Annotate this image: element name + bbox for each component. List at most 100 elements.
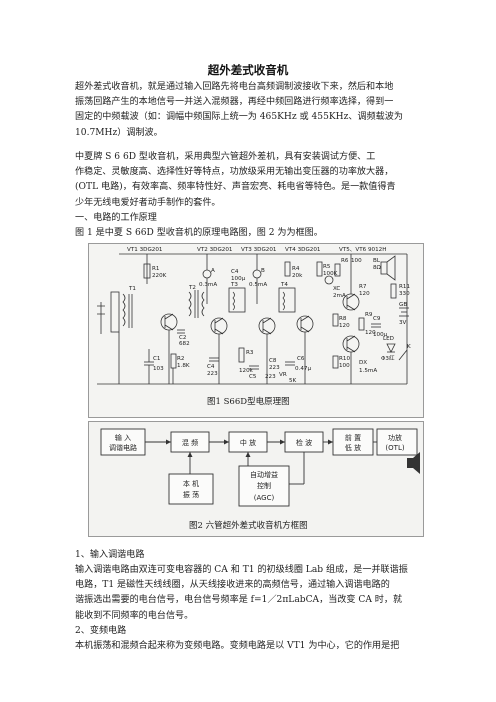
label-r3: R3 [246, 350, 254, 356]
label-vt3: VT3 3DG201 [241, 247, 277, 253]
label-r4: R4 [292, 266, 300, 272]
label-r1-value: 220K [152, 273, 167, 279]
label-c1: C1 [153, 356, 161, 362]
label-r5: R5 [323, 264, 331, 270]
label-led-value: Φ3红 [381, 354, 395, 362]
label-c1-value: 103 [153, 366, 164, 372]
label-r2: R2 [177, 356, 184, 362]
label-t3: T3 [230, 282, 238, 288]
label-xc: XC [333, 286, 340, 292]
label-a-value: 0.3mA [199, 282, 217, 288]
block-agc-sublabel: 控制 [257, 481, 271, 490]
label-c5: C5 [249, 374, 257, 380]
product-paragraph: 中夏牌 S 6 6D 型收音机，采用典型六管超外差机，具有安装调试方便、工 作稳… [75, 150, 427, 211]
block-agc-abbr: (AGC) [254, 494, 275, 502]
text-line: 作稳定、灵敏度高、选择性好等特点，功放级采用无输出变压器的功率放大器， [75, 167, 394, 178]
block-preamp [332, 428, 374, 456]
block-local-oscillator [168, 473, 214, 505]
block-if-label: 中 放 [240, 438, 256, 447]
label-c4-top-value: 100μ [231, 276, 246, 282]
label-r5-value: 100K [323, 271, 338, 277]
label-c6-value: 0.47μ [295, 366, 311, 372]
label-r9-value: 120 [365, 330, 376, 336]
label-r7-value: 120 [359, 291, 370, 297]
label-c4-value: 223 [207, 371, 218, 377]
text-line: 固定的中频载波（如：调幅中频国际上统一为 465KHz 或 455KHz、调频载… [75, 112, 403, 123]
block-mixer-label: 混 频 [182, 438, 198, 447]
figure2-caption: 图2 六管超外差式收音机方框图 [189, 520, 308, 531]
text-line: 谐振选出需要的电台信号，电台信号频率是 f=1／2πLabCA，当改变 CA 时… [75, 595, 403, 606]
label-vt1: VT1 3DG201 [127, 247, 163, 253]
circuit-schematic-figure: VT1 3DG201 VT2 3DG201 VT3 3DG201 VT4 3DG… [88, 243, 424, 418]
label-c2: C2 [179, 335, 186, 341]
heading-text: 一、电路的工作原理 [75, 213, 157, 223]
label-bl: BL [373, 258, 381, 264]
text-line: 输入调谐电路由双连可变电容器的 CA 和 T1 的初级线圈 Lab 组成，是一并… [75, 565, 408, 575]
text-line: 振荡回路产生的本地信号一并送入混频器，再经中频回路进行频率选择，得到一 [75, 97, 394, 108]
block-input-tuning [100, 428, 146, 456]
block-preamp-sublabel: 低 放 [345, 443, 361, 452]
label-t2: T2 [188, 285, 196, 291]
section-heading-conversion: 2、变频电路 [75, 624, 427, 639]
label-c6: C6 [297, 356, 305, 362]
text-line: 本机振荡和混频合起来称为变频电路。变频电路是以 VT1 为中心，它的作用是把 [75, 641, 400, 651]
label-led: LED [383, 336, 394, 342]
label-vt56: VT5、VT6 9012H [339, 247, 386, 253]
block-osc-label: 本 机 [183, 479, 199, 488]
text-line: 10.7MHz）调制波。 [75, 127, 163, 138]
label-vr: VR [279, 372, 287, 378]
conversion-paragraph: 本机振荡和混频合起来称为变频电路。变频电路是以 VT1 为中心，它的作用是把 [75, 639, 427, 654]
label-vt4: VT4 3DG201 [285, 247, 321, 253]
label-r1: R1 [152, 266, 160, 272]
label-c9: C9 [373, 316, 381, 322]
block-diagram: 输 入 调谐电路 混 频 中 放 检 波 前 置 低 放 功放 (OTL) 本 … [100, 428, 420, 531]
block-input-label: 输 入 [115, 433, 131, 442]
label-r9: R9 [365, 312, 373, 318]
label-r6: R6 [341, 258, 349, 264]
text-line: 能收到不同频率的电台信号。 [75, 610, 194, 621]
label-r7: R7 [359, 284, 367, 290]
document-title: 超外差式收音机 [207, 63, 289, 77]
input-circuit-paragraph: 输入调谐电路由双连可变电容器的 CA 和 T1 的初级线圈 Lab 组成，是一并… [75, 563, 427, 624]
text-line: (OTL 电路)，有效率高、频率特性好、声音宏亮、耗电省等特色。是一款值得青 [75, 182, 396, 193]
text-line: 少年无线电爱好者动手制作的套件。 [75, 197, 221, 208]
label-c8-value: 223 [269, 365, 280, 371]
label-r10-value: 100 [339, 363, 350, 369]
label-r2-value: 1.8K [177, 363, 190, 369]
label-c5-value: 223 [265, 374, 276, 380]
label-r11-value: 330 [399, 291, 410, 297]
label-c2-value: 682 [179, 341, 190, 347]
intro-paragraph: 超外差式收音机，就是通过输入回路先将电台高频调制波接收下来，然后和本地 振荡回路… [75, 80, 427, 141]
label-r11: R11 [399, 284, 410, 290]
label-dx: DX [359, 360, 367, 366]
block-detector-label: 检 波 [296, 438, 312, 447]
label-dx-value: 1.5mA [359, 368, 377, 374]
label-a: A [211, 268, 215, 274]
label-b-value: 0.5mA [249, 282, 267, 288]
section-heading-input: 1、输入调谐电路 [75, 548, 427, 563]
text-line: 电路，T1 是磁性天线线圈，从天线接收进来的高频信号，通过输入调谐电路的 [75, 580, 390, 591]
label-xc-value: 2mA [333, 293, 346, 299]
section-heading-principle: 一、电路的工作原理 [75, 211, 427, 226]
block-preamp-label: 前 置 [345, 433, 361, 442]
label-r4-value: 20k [292, 273, 303, 279]
label-r6-value: 100 [351, 258, 362, 264]
label-c9-value: 100μ [373, 332, 388, 338]
speaker-icon [407, 452, 420, 474]
text-line: 中夏牌 S 6 6D 型收音机，采用典型六管超外差机，具有安装调试方便、工 [75, 152, 376, 162]
block-agc [238, 465, 290, 507]
circuit-schematic: VT1 3DG201 VT2 3DG201 VT3 3DG201 VT4 3DG… [97, 247, 411, 407]
label-r8: R8 [339, 316, 347, 322]
label-vr-value: 5K [289, 378, 297, 384]
label-t1: T1 [128, 286, 136, 292]
block-power-amp [376, 428, 418, 456]
label-gb: GB [399, 302, 407, 308]
text-line: 超外差式收音机，就是通过输入回路先将电台高频调制波接收下来，然后和本地 [75, 82, 394, 92]
label-t4: T4 [280, 282, 288, 288]
label-vt2: VT2 3DG201 [197, 247, 233, 253]
label-bl-value: 8Ω [373, 265, 382, 271]
block-input-sublabel: 调谐电路 [109, 443, 137, 452]
label-r3-value: 120k [239, 368, 254, 374]
block-pa-sublabel: (OTL) [385, 444, 404, 452]
